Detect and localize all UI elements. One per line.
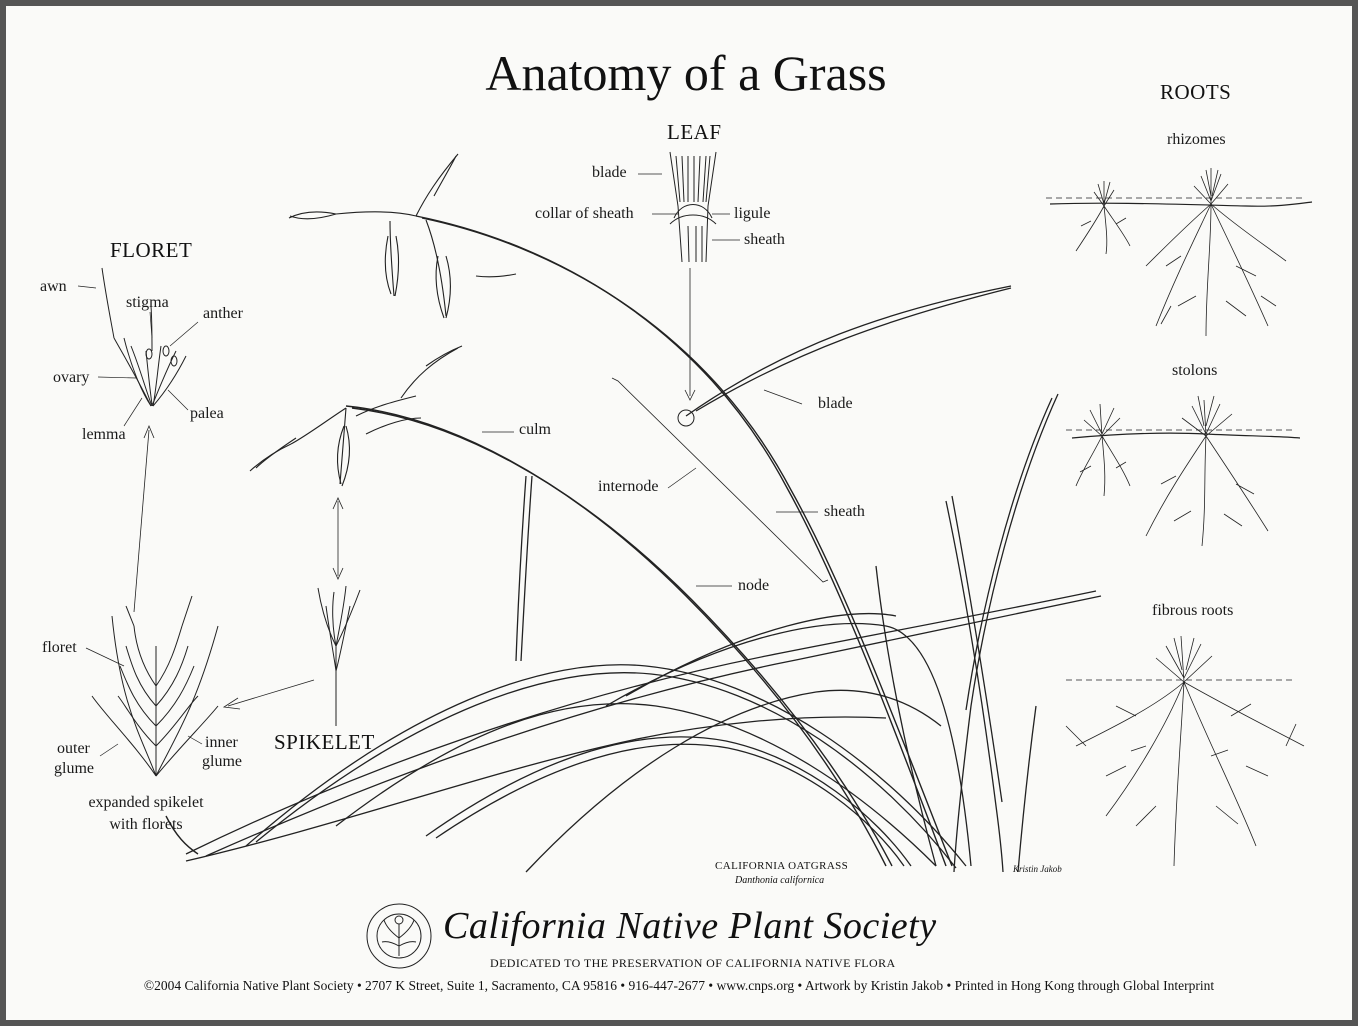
upper-panicle xyxy=(289,154,516,318)
node-label: node xyxy=(738,576,769,595)
ligule-label: ligule xyxy=(734,204,770,223)
inner-glume-label-line2: glume xyxy=(202,752,242,771)
ovary-label: ovary xyxy=(53,368,89,387)
artist-signature: Kristin Jakob xyxy=(1013,864,1062,874)
node-circle xyxy=(678,410,694,426)
lower-panicle xyxy=(250,346,462,486)
sheath-label: sheath xyxy=(824,502,865,521)
stigma-label: stigma xyxy=(126,293,169,312)
palea-label: palea xyxy=(190,404,224,423)
species-latin-name: Danthonia californica xyxy=(735,875,824,886)
anther-label: anther xyxy=(203,304,243,323)
species-common-name: CALIFORNIA OATGRASS xyxy=(715,860,848,872)
grass-leaves xyxy=(186,286,1101,872)
lemma-label: lemma xyxy=(82,425,126,444)
grass-illustration xyxy=(6,6,1352,1020)
stolons-drawing xyxy=(1066,396,1300,546)
roots-heading: ROOTS xyxy=(1160,80,1231,105)
blade-label: blade xyxy=(818,394,853,413)
leaf-detail xyxy=(670,152,716,400)
poster: Anatomy of a Grass FLORET LEAF ROOTS SPI… xyxy=(6,6,1352,1020)
cnps-seal-icon xyxy=(367,904,431,968)
rhizomes-label: rhizomes xyxy=(1167,130,1226,149)
grass-culms xyxy=(166,216,952,866)
outer-glume-label-line2: glume xyxy=(54,759,94,778)
fibrous-roots-drawing xyxy=(1066,636,1304,866)
page-title: Anatomy of a Grass xyxy=(386,44,986,102)
spikelet-heading: SPIKELET xyxy=(274,730,375,755)
awn-label: awn xyxy=(40,277,67,296)
organization-dedication: DEDICATED TO THE PRESERVATION OF CALIFOR… xyxy=(490,956,896,971)
footer-credits: ©2004 California Native Plant Society • … xyxy=(6,978,1352,994)
inner-glume-label-line1: inner xyxy=(205,733,238,752)
expanded-spikelet-label-line2: with florets xyxy=(66,815,226,834)
floret-heading: FLORET xyxy=(110,238,192,263)
spikelet-detail xyxy=(224,498,360,726)
rhizomes-drawing xyxy=(1046,168,1312,336)
expanded-spikelet-label-line1: expanded spikelet xyxy=(66,793,226,812)
outer-glume-label-line1: outer xyxy=(57,739,90,758)
internode-label: internode xyxy=(598,477,658,496)
leaf-sheath-label: sheath xyxy=(744,230,785,249)
leaf-blade-label: blade xyxy=(592,163,627,182)
culm-label: culm xyxy=(519,420,551,439)
expanded-spikelet-detail xyxy=(86,596,218,776)
collar-of-sheath-label: collar of sheath xyxy=(535,204,634,223)
fibrous-roots-label: fibrous roots xyxy=(1152,601,1233,620)
stolons-label: stolons xyxy=(1172,361,1217,380)
floret-label: floret xyxy=(42,638,77,657)
leaf-heading: LEAF xyxy=(667,120,722,145)
organization-name: California Native Plant Society xyxy=(443,904,937,948)
